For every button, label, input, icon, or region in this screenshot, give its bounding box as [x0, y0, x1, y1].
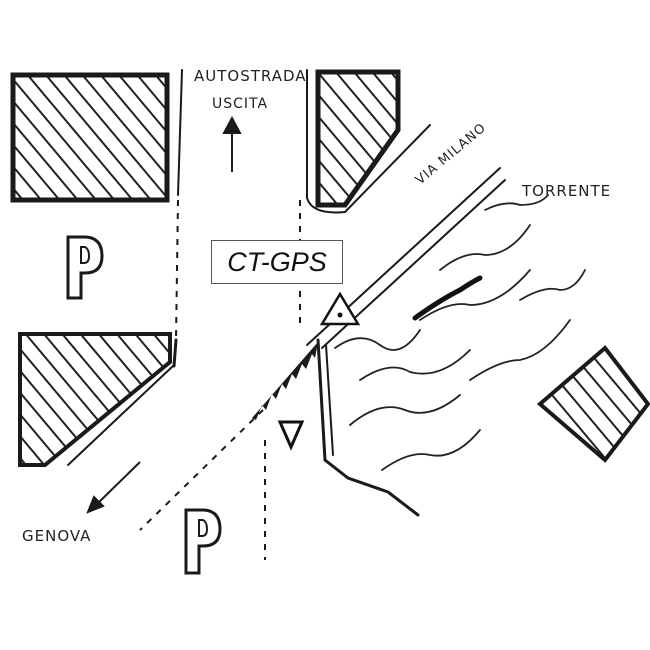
label-uscita: USCITA	[212, 96, 268, 112]
hatched-block-middle-left	[18, 332, 172, 467]
hatched-block-top-center	[315, 69, 401, 208]
parking-icon-bottom	[184, 508, 222, 575]
river-bank-stroke	[412, 275, 483, 321]
barrier-teeth	[252, 342, 318, 420]
river-waves	[334, 194, 586, 471]
label-torrente: TORRENTE	[521, 182, 611, 200]
arrow-up-icon	[222, 115, 242, 172]
hatched-block-right-diamond	[536, 345, 650, 463]
ct-gps-callout: CT-GPS	[211, 240, 343, 284]
gps-triangle-marker-icon	[319, 291, 361, 326]
parking-icon-left	[66, 235, 104, 300]
arrow-down-left-icon	[86, 461, 141, 514]
label-genova: GENOVA	[22, 527, 91, 545]
label-autostrada: AUTOSTRADA	[194, 67, 307, 85]
triangle-outline-marker-icon	[277, 420, 305, 451]
hatched-block-top-left	[10, 72, 170, 203]
